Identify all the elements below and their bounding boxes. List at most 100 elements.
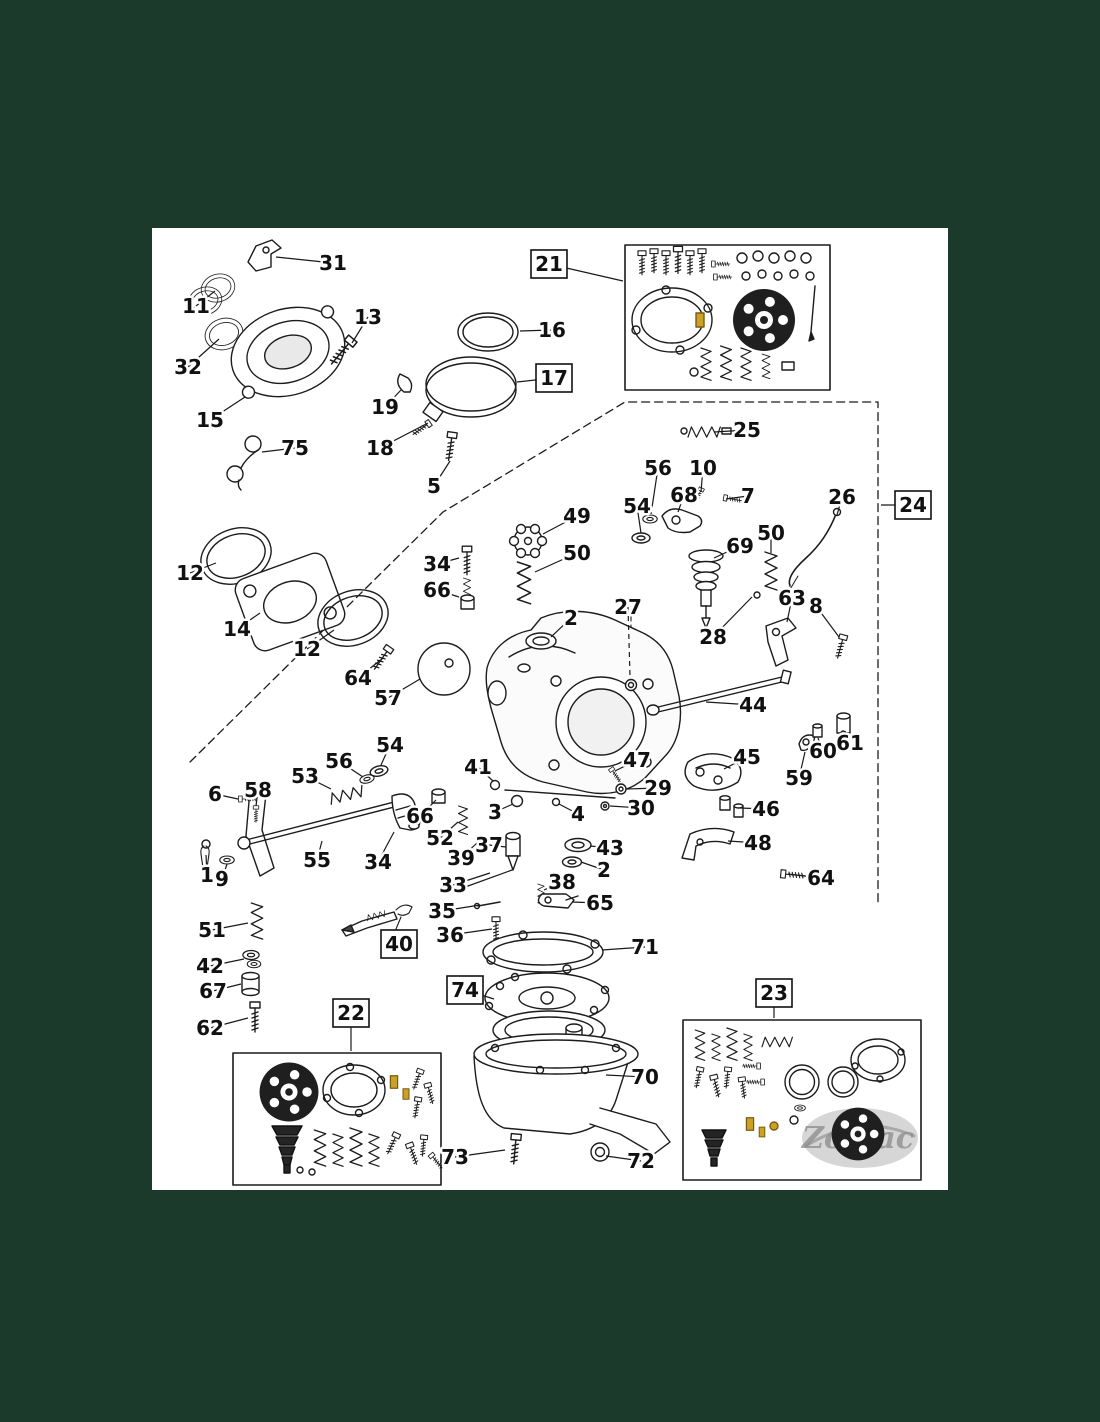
callout-label: 51 xyxy=(198,918,226,942)
throttle-rod-assembly-drawing xyxy=(646,617,851,881)
leader-line xyxy=(786,597,793,623)
callout-label: 60 xyxy=(809,739,837,763)
safety-wire-75-drawing xyxy=(226,435,262,491)
callout-31-0: 31 xyxy=(275,249,349,278)
leader-line xyxy=(441,904,481,912)
leader-line xyxy=(677,494,685,513)
callout-label: 22 xyxy=(337,1001,365,1025)
leader-line xyxy=(723,756,748,770)
throttle-lever-assembly-drawing xyxy=(200,763,469,877)
callout-label: 47 xyxy=(623,748,651,772)
callout-label: 56 xyxy=(325,749,353,773)
leader-line xyxy=(436,557,460,565)
callout-label: 50 xyxy=(563,541,591,565)
callout-label: 74 xyxy=(451,978,479,1002)
callout-label: 68 xyxy=(670,483,698,507)
callout-label: 56 xyxy=(644,456,672,480)
callout-67-73: 67 xyxy=(197,977,242,1006)
callout-label: 75 xyxy=(281,436,309,460)
leader-line xyxy=(384,389,402,408)
callout-label: 52 xyxy=(426,826,454,850)
callout-68-15: 68 xyxy=(668,481,700,513)
kit-box-21-drawing xyxy=(624,244,831,391)
callout-9-63: 9 xyxy=(213,863,231,894)
enrichener-assembly-drawing xyxy=(631,426,842,629)
leader-line xyxy=(316,840,323,861)
callout-label: 50 xyxy=(757,521,785,545)
callout-51-71: 51 xyxy=(196,916,249,945)
callout-label: 9 xyxy=(215,867,229,891)
leader-line xyxy=(609,805,642,809)
callout-52-54: 52 xyxy=(424,821,459,853)
callout-label: 12 xyxy=(293,637,321,661)
callout-42-72: 42 xyxy=(194,952,245,981)
callout-label: 2 xyxy=(564,606,578,630)
leader-line xyxy=(725,495,749,500)
callout-33-64: 33 xyxy=(437,871,491,900)
callout-label: 23 xyxy=(760,981,788,1005)
callout-65-68: 65 xyxy=(571,889,616,918)
callout-label: 34 xyxy=(423,552,451,576)
callout-label: 63 xyxy=(778,586,806,610)
callout-label: 58 xyxy=(244,778,272,802)
callout-label: 66 xyxy=(423,578,451,602)
leader-line xyxy=(844,730,851,744)
callout-label: 37 xyxy=(475,833,503,857)
leader-line xyxy=(519,329,553,332)
callout-39-56: 39 xyxy=(445,841,479,873)
callout-box xyxy=(446,975,484,1005)
intake-flange-assembly-drawing xyxy=(184,239,519,491)
leader-line xyxy=(187,338,220,368)
callout-34-20: 34 xyxy=(421,550,460,579)
callout-37-57: 37 xyxy=(473,831,507,860)
leader-line xyxy=(387,678,421,699)
callout-label: 7 xyxy=(741,484,755,508)
callout-label: 70 xyxy=(631,1065,659,1089)
adapter-plate-assembly-drawing xyxy=(200,527,471,696)
callout-28-30: 28 xyxy=(697,596,753,652)
leader-line xyxy=(189,562,217,574)
callout-box xyxy=(332,998,370,1028)
callout-45-41: 45 xyxy=(723,743,763,772)
leader-line xyxy=(255,789,259,807)
callout-label: 72 xyxy=(627,1149,655,1173)
callout-label: 38 xyxy=(548,870,576,894)
callout-label: 11 xyxy=(182,294,210,318)
leader-line xyxy=(787,873,822,879)
callout-label: 33 xyxy=(439,873,467,897)
leader-line xyxy=(605,1074,646,1078)
leader-line xyxy=(700,467,704,493)
callout-46-52: 46 xyxy=(739,795,782,824)
leader-line xyxy=(727,840,759,844)
leader-line xyxy=(214,793,239,800)
kit-box-23-drawing: Zodiac xyxy=(682,1019,922,1181)
callout-25-12: 25 xyxy=(713,416,763,445)
callout-box xyxy=(530,249,568,279)
leader-line xyxy=(739,807,767,810)
leader-line xyxy=(494,803,514,813)
leader-line xyxy=(542,515,578,535)
callout-label: 54 xyxy=(623,494,651,518)
callout-13-3: 13 xyxy=(351,303,384,344)
callout-43-58: 43 xyxy=(589,834,626,863)
callout-35-67: 35 xyxy=(426,897,481,926)
callout-66-53: 66 xyxy=(404,799,437,831)
callout-label: 12 xyxy=(176,561,204,585)
callout-4-51: 4 xyxy=(558,800,587,829)
leader-line xyxy=(627,606,631,677)
callout-47-40: 47 xyxy=(614,746,653,775)
leader-line xyxy=(338,760,364,778)
callout-64-33: 64 xyxy=(342,657,384,693)
callout-73-80: 73 xyxy=(439,1143,506,1172)
callout-label: 10 xyxy=(689,456,717,480)
callout-30-49: 30 xyxy=(609,794,657,823)
callout-48-55: 48 xyxy=(727,829,774,858)
callout-label: 30 xyxy=(627,796,655,820)
oring-16-drawing xyxy=(457,312,519,352)
float-bowl-drawing xyxy=(473,1023,671,1166)
leader-line xyxy=(614,759,638,772)
callout-7-16: 7 xyxy=(725,482,757,511)
leader-line xyxy=(212,983,242,992)
leader-line xyxy=(454,1149,506,1158)
